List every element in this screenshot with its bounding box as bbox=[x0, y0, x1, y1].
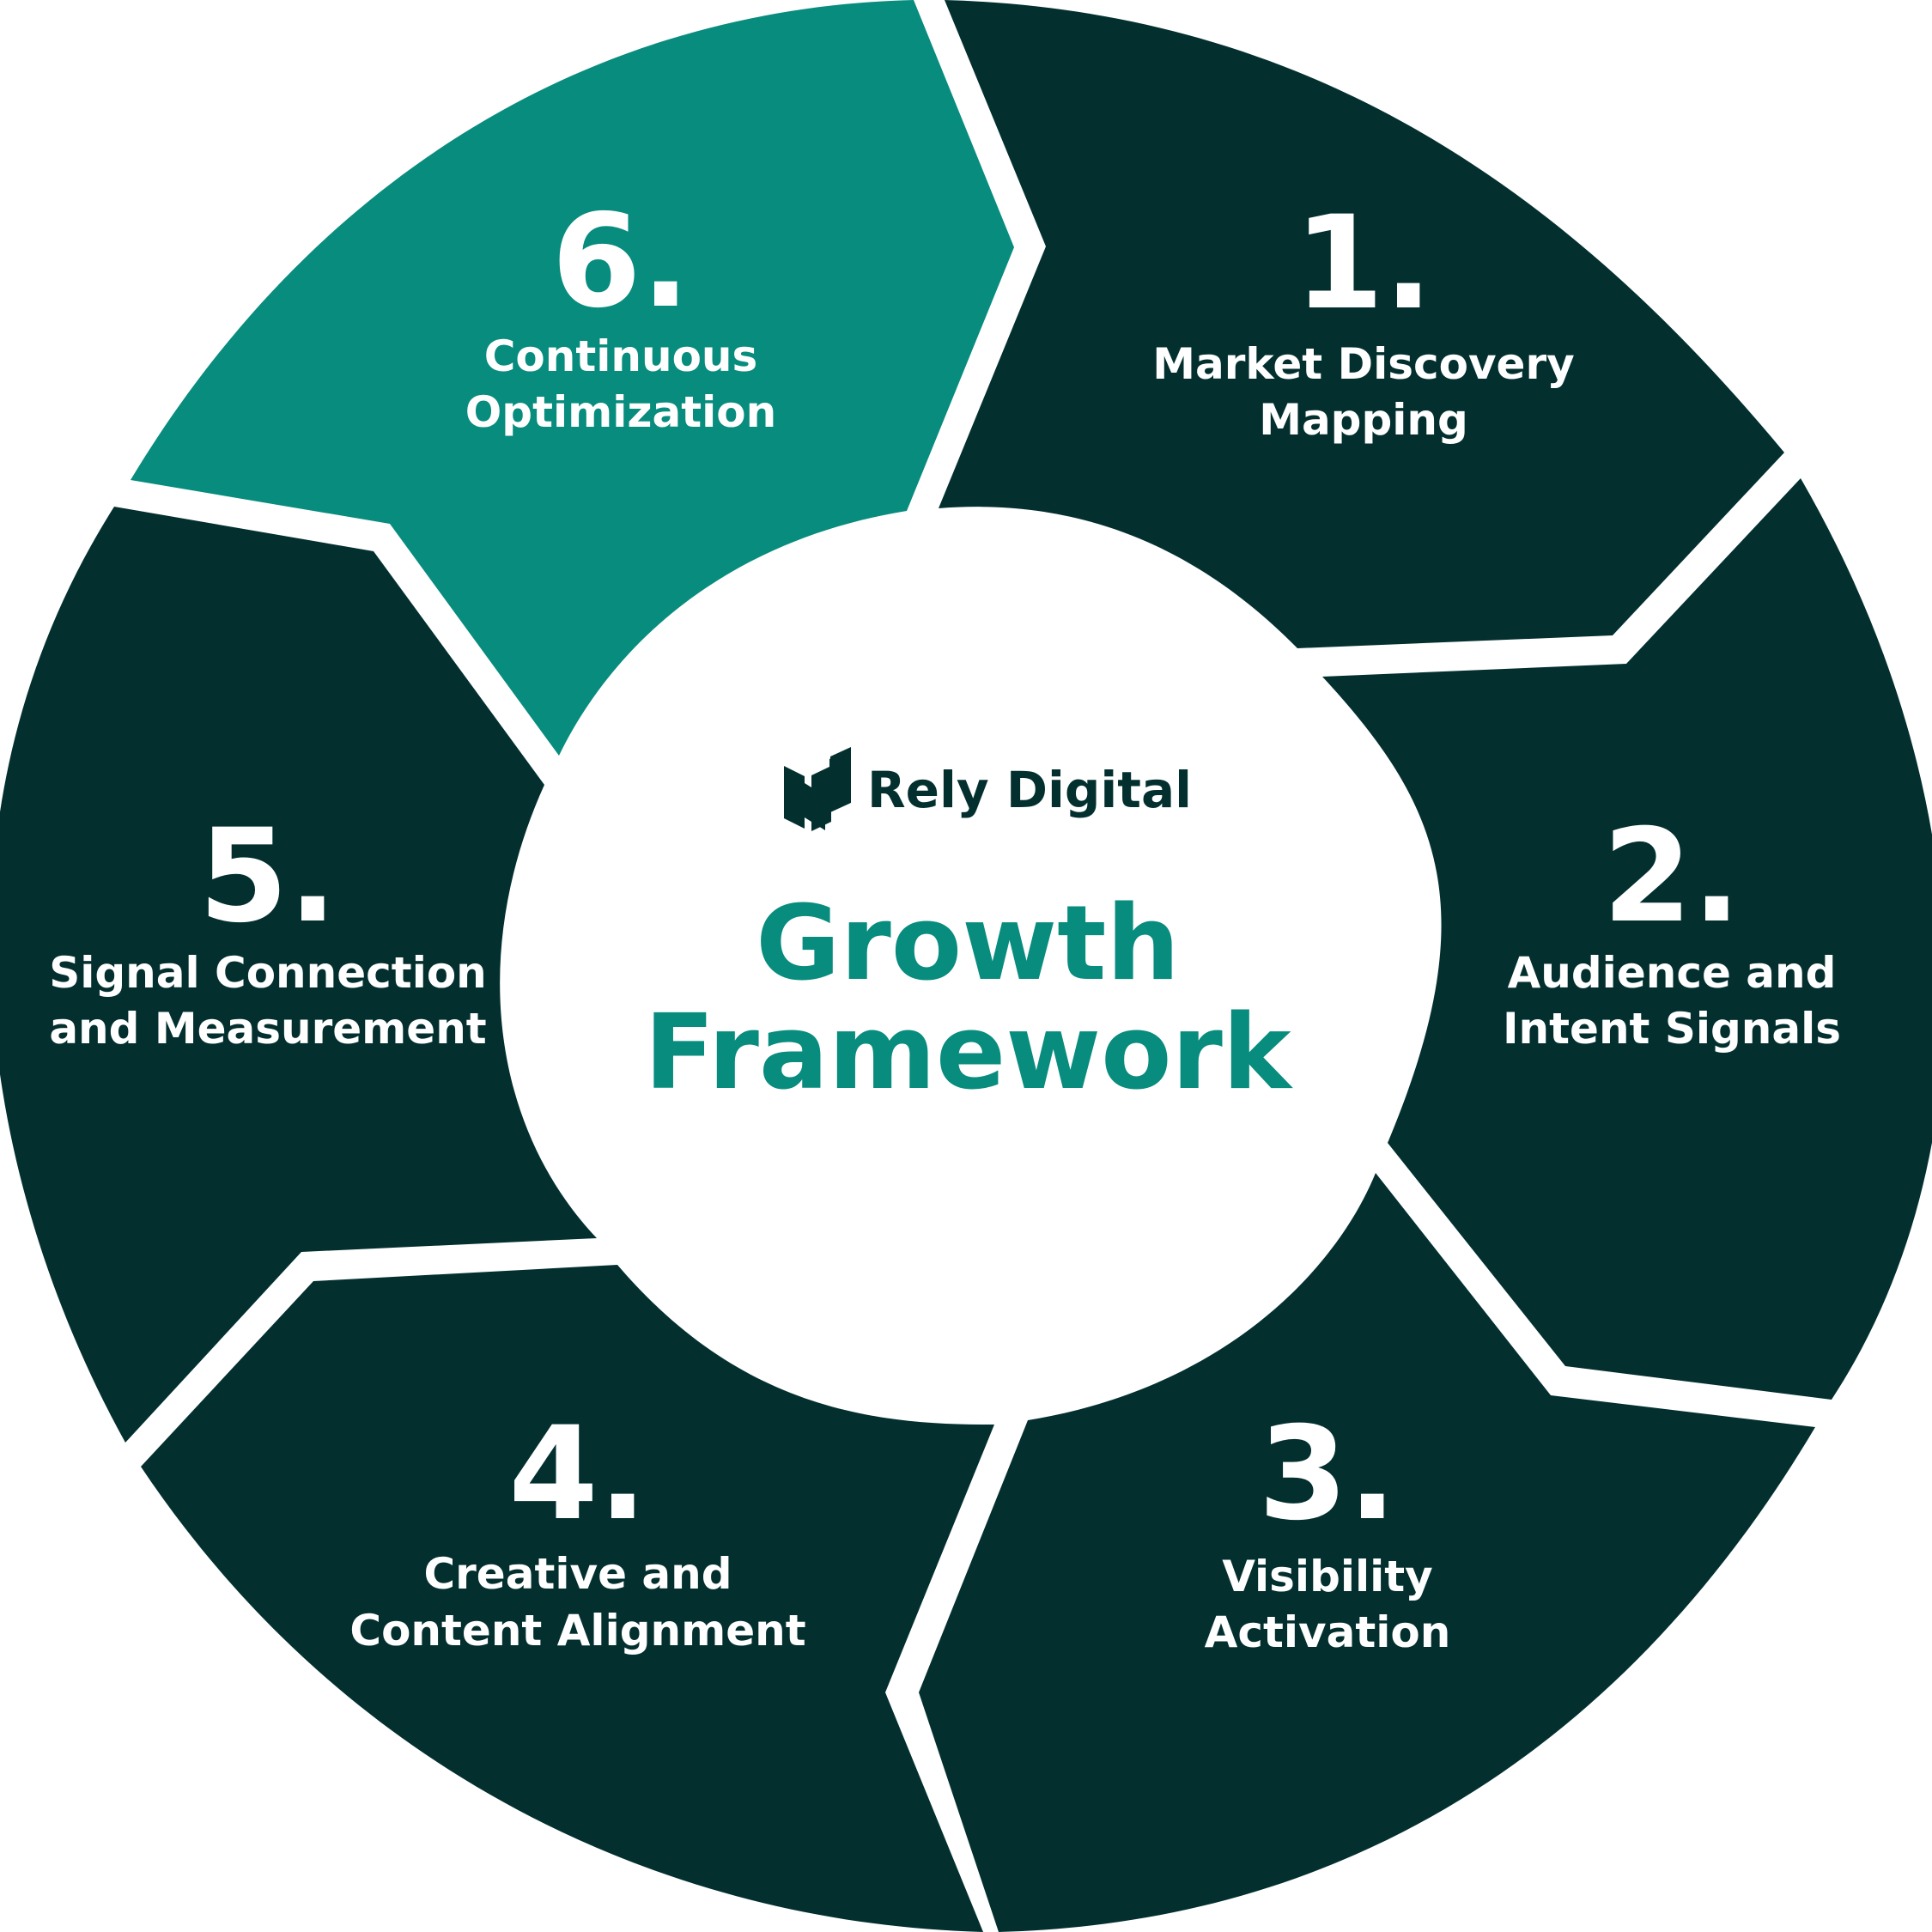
step-5-label-line2: and Measurement bbox=[49, 1004, 486, 1054]
step-4-number: 4. bbox=[508, 1400, 647, 1549]
step-1-segment bbox=[939, 0, 1784, 648]
step-1-label-line1: Market Discovery bbox=[1152, 339, 1574, 389]
step-1-label-line2: Mapping bbox=[1259, 395, 1468, 445]
step-6: 6. Continuous Optimization bbox=[465, 187, 776, 437]
brand-logo: Rely Digital bbox=[784, 747, 1192, 831]
step-1: 1. Market Discovery Mapping bbox=[1152, 189, 1574, 445]
step-3-label-line1: Visibility bbox=[1222, 1552, 1433, 1601]
step-4-label-line1: Creative and bbox=[423, 1549, 732, 1599]
step-2-label-line2: Intent Signals bbox=[1503, 1004, 1841, 1054]
logo-mark-icon bbox=[784, 747, 851, 831]
step-6-segment bbox=[131, 0, 1014, 756]
step-4: 4. Creative and Content Alignment bbox=[349, 1400, 805, 1656]
step-1-number: 1. bbox=[1294, 189, 1432, 338]
step-3: 3. Visibility Activation bbox=[1205, 1400, 1451, 1657]
title-line-2: Framework bbox=[644, 993, 1293, 1113]
step-4-label-line2: Content Alignment bbox=[349, 1606, 805, 1656]
step-5-number: 5. bbox=[198, 802, 337, 951]
step-5-segment bbox=[0, 507, 597, 1443]
step-5: 5. Signal Connection and Measurement bbox=[49, 802, 487, 1054]
step-4-segment bbox=[141, 1265, 994, 1932]
title-line-1: Growth bbox=[756, 884, 1180, 1004]
step-3-number: 3. bbox=[1258, 1400, 1396, 1549]
step-2: 2. Audience and Intent Signals bbox=[1503, 802, 1841, 1054]
step-3-segment bbox=[919, 1173, 1815, 1932]
step-2-label-line1: Audience and bbox=[1508, 948, 1837, 998]
step-3-label-line2: Activation bbox=[1205, 1607, 1451, 1657]
step-6-label-line2: Optimization bbox=[465, 387, 776, 437]
step-6-label-line1: Continuous bbox=[484, 331, 758, 381]
brand-name: Rely Digital bbox=[867, 761, 1192, 819]
center-title: Growth Framework bbox=[644, 884, 1293, 1113]
step-6-number: 6. bbox=[551, 187, 690, 337]
step-2-number: 2. bbox=[1602, 802, 1741, 951]
step-5-label-line1: Signal Connection bbox=[49, 948, 487, 998]
step-2-segment bbox=[1322, 478, 1932, 1400]
